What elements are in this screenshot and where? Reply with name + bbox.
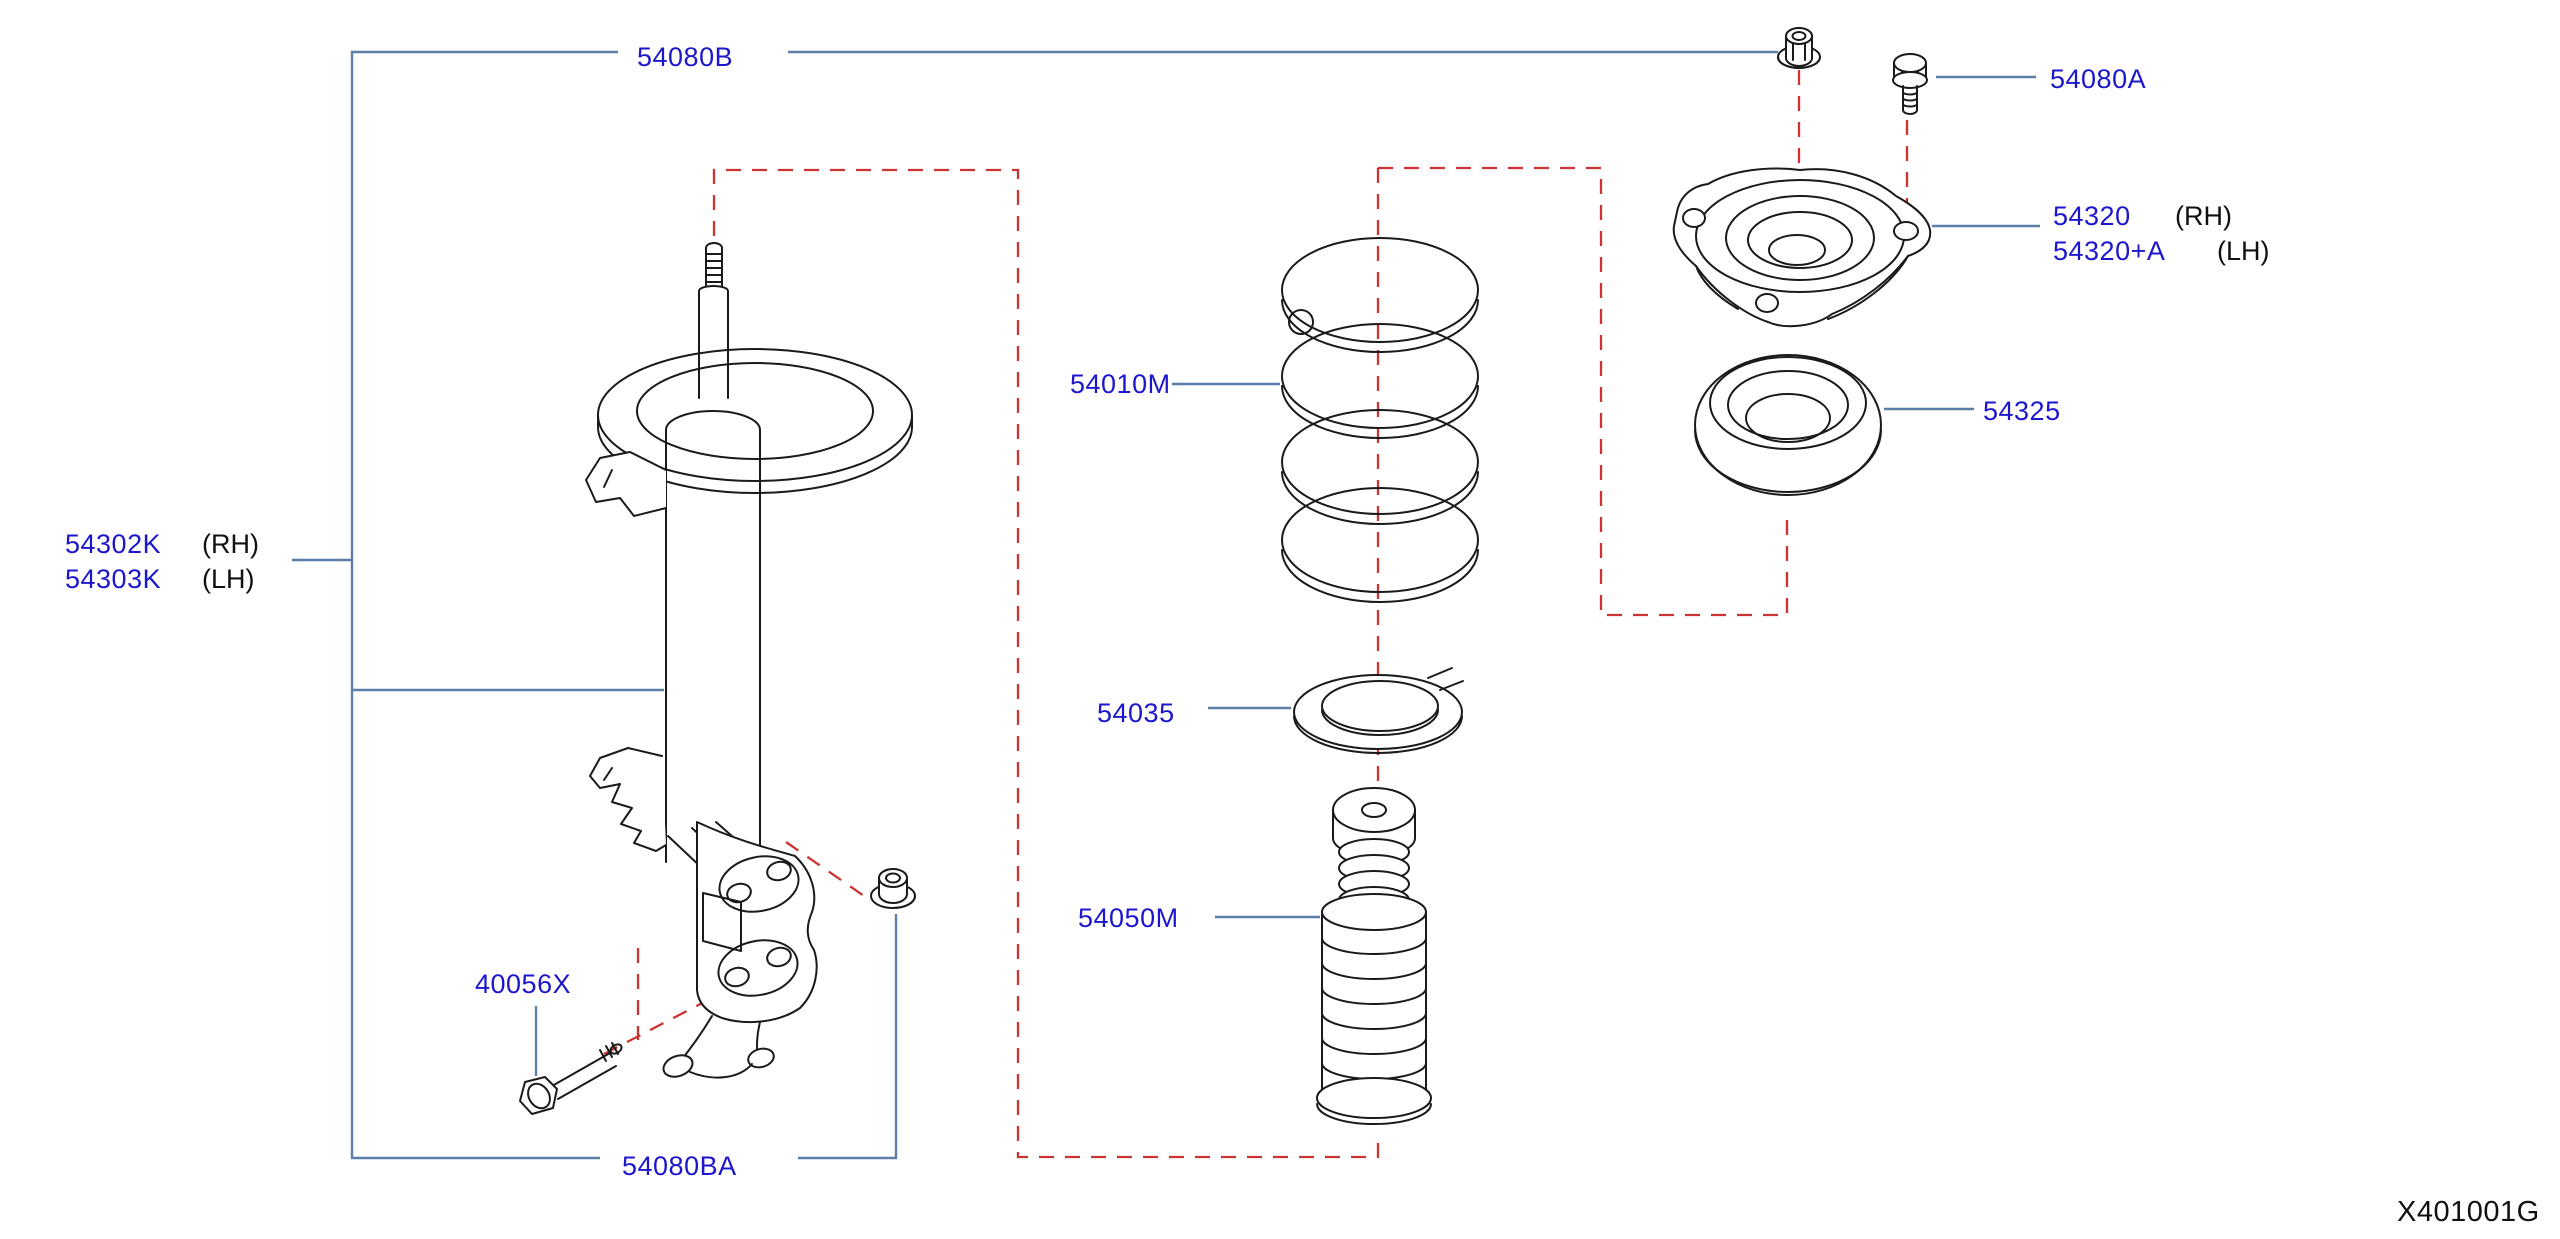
strut-drawing <box>585 242 913 1079</box>
part-label-54010M: 54010M <box>1070 369 1171 399</box>
diagram-code: X401001G <box>2397 1196 2540 1228</box>
part-label-54080A: 54080A <box>2050 64 2147 94</box>
part-label-54320: 54320 <box>2053 201 2131 231</box>
leader-54080B-54080BA <box>350 50 618 1160</box>
part-label-54035: 54035 <box>1097 698 1175 728</box>
leader-54080BA-nut <box>798 914 898 1160</box>
part-side-54302K: (RH) <box>202 529 259 559</box>
part-side-54320A: (LH) <box>2217 236 2270 266</box>
part-label-54302K: 54302K <box>65 529 162 559</box>
assembly-path-mount-loop <box>1378 166 1789 617</box>
part-label-54320A: 54320+A <box>2053 236 2166 266</box>
part-label-54325: 54325 <box>1983 396 2061 426</box>
strut-bearing-drawing <box>1694 354 1882 496</box>
bracket-nut-drawing <box>870 868 916 909</box>
spring-seat-drawing <box>1293 667 1464 754</box>
part-side-54303K: (LH) <box>202 564 255 594</box>
assembly-diag-nut-54080BA <box>785 841 868 899</box>
part-label-54050M: 54050M <box>1078 903 1179 933</box>
part-label-54080B: 54080B <box>637 42 734 72</box>
part-label-54303K: 54303K <box>65 564 162 594</box>
part-side-54320: (RH) <box>2175 201 2232 231</box>
bolt-54080A-drawing <box>1892 53 1928 115</box>
top-nut-drawing <box>1777 27 1821 69</box>
part-label-54080BA: 54080BA <box>622 1151 737 1181</box>
strut-mount-drawing <box>1672 167 1932 328</box>
part-label-40056X: 40056X <box>475 969 572 999</box>
bump-stop-drawing <box>1316 787 1432 1125</box>
coil-spring-drawing <box>1281 237 1479 603</box>
assembly-path-strut-loop <box>712 168 1380 1159</box>
leader-lines <box>292 50 2040 1160</box>
bolt-40056X-drawing <box>519 1042 623 1115</box>
